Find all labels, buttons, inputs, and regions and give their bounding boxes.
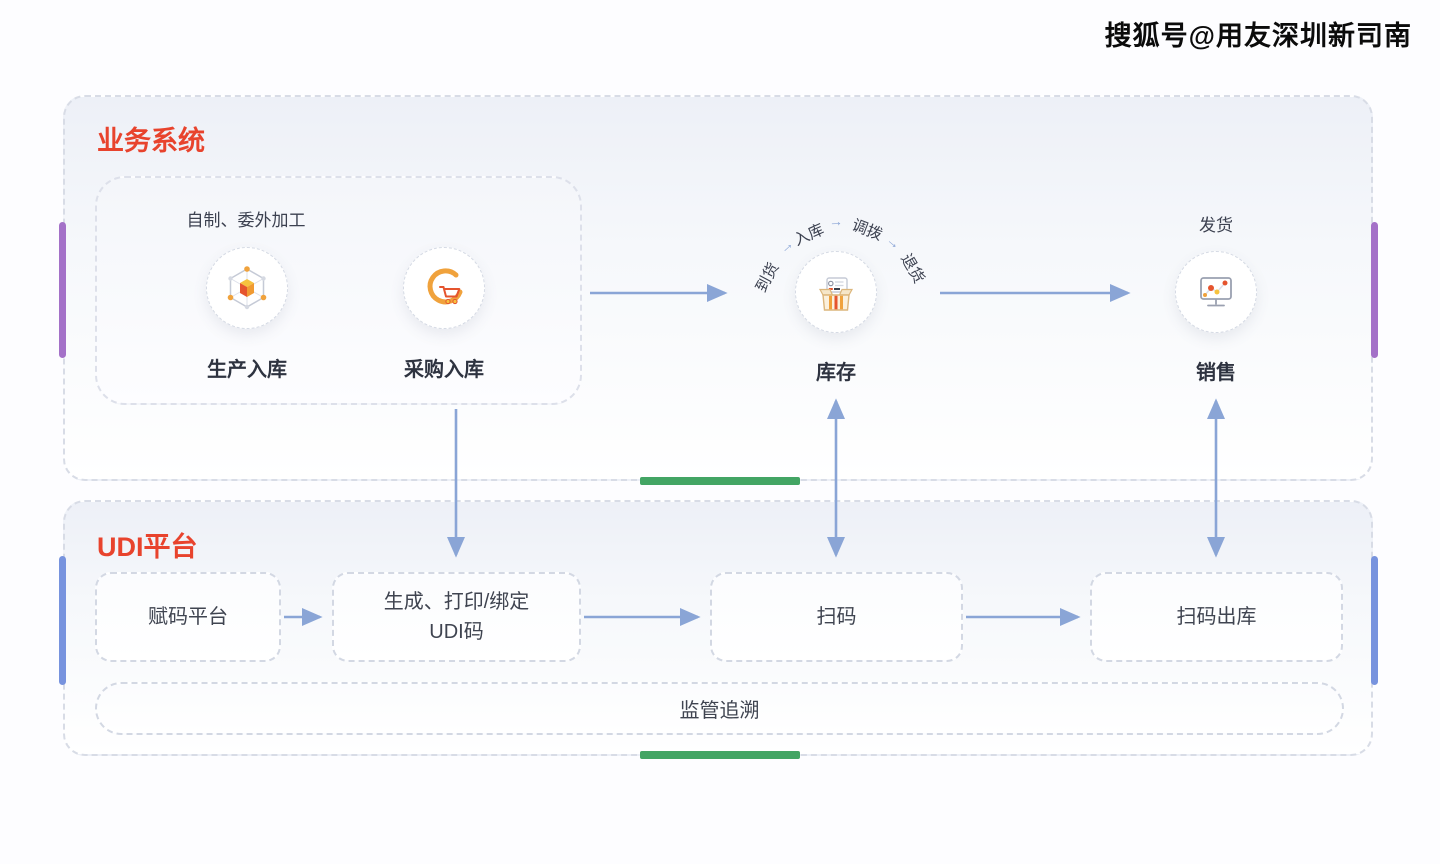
sales-icon <box>1200 277 1232 307</box>
production-icon <box>227 266 267 310</box>
scan-outbound-label: 扫码出库 <box>1176 606 1257 628</box>
procurement-label: 采购入库 <box>404 359 484 381</box>
scan-box: 扫码 <box>710 572 963 662</box>
sales-node <box>1175 251 1257 333</box>
generate-print-bind-box: 生成、打印/绑定 UDI码 <box>332 572 581 662</box>
trace-label: 监管追溯 <box>679 700 760 722</box>
production-node <box>206 247 288 329</box>
green-divider-bottom <box>640 751 800 759</box>
coding-platform-box: 赋码平台 <box>95 572 281 662</box>
udi-platform-title: UDI平台 <box>97 532 198 562</box>
flow-arrow-icon: → <box>828 212 844 230</box>
inventory-icon <box>818 277 854 311</box>
sales-label: 销售 <box>1196 362 1236 384</box>
scan-label: 扫码 <box>816 606 857 628</box>
blue-accent-bar-right <box>1371 556 1378 685</box>
production-group-header: 自制、委外加工 <box>186 211 306 230</box>
production-label: 生产入库 <box>207 359 287 381</box>
purple-accent-bar-right <box>1371 222 1378 358</box>
purple-accent-bar-left <box>59 222 66 358</box>
scan-outbound-box: 扫码出库 <box>1090 572 1343 662</box>
coding-platform-label: 赋码平台 <box>148 606 228 628</box>
inventory-label: 库存 <box>816 362 856 384</box>
procurement-icon <box>427 268 463 305</box>
shipping-label: 发货 <box>1199 216 1233 235</box>
generate-line2: UDI码 <box>429 621 484 643</box>
generate-line1: 生成、打印/绑定 <box>383 591 530 613</box>
trace-box: 监管追溯 <box>95 682 1344 735</box>
inventory-node <box>795 251 877 333</box>
watermark: 搜狐号@用友深圳新司南 <box>1104 21 1412 51</box>
green-divider-top <box>640 477 800 485</box>
blue-accent-bar-left <box>59 556 66 685</box>
procurement-node <box>403 247 485 329</box>
production-group-box <box>95 176 582 405</box>
business-system-title: 业务系统 <box>97 126 205 156</box>
